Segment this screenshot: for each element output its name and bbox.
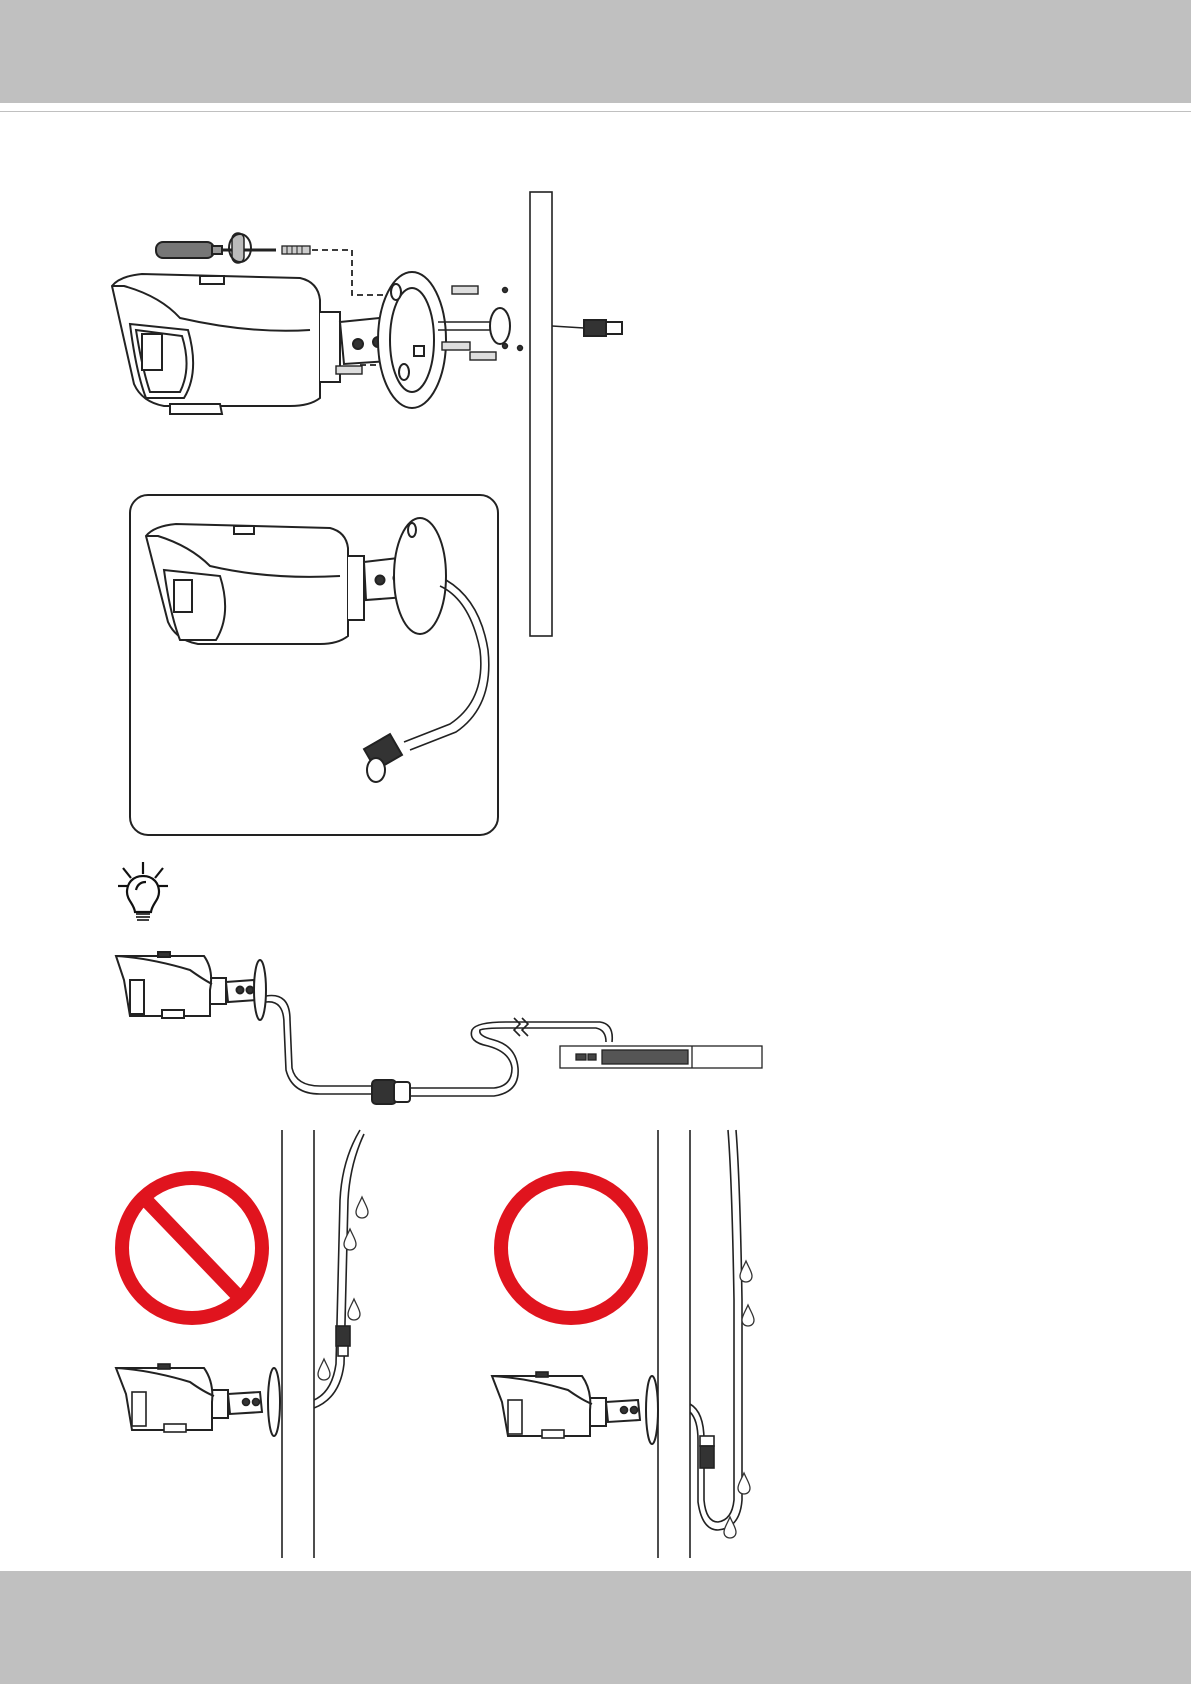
network-switch-icon xyxy=(560,1046,762,1068)
lightbulb-icon xyxy=(118,862,168,920)
screwdriver-icon xyxy=(156,233,276,263)
incorrect-cable-routing xyxy=(116,1130,368,1558)
correct-circle-icon xyxy=(501,1178,641,1318)
screw-icon xyxy=(282,246,310,254)
page-footer-bar xyxy=(0,1571,1191,1684)
correct-cable-routing xyxy=(492,1130,754,1558)
camera-to-poe-switch xyxy=(116,952,762,1104)
mounted-camera-inset xyxy=(130,495,498,835)
prohibited-sign-icon xyxy=(122,1178,262,1318)
